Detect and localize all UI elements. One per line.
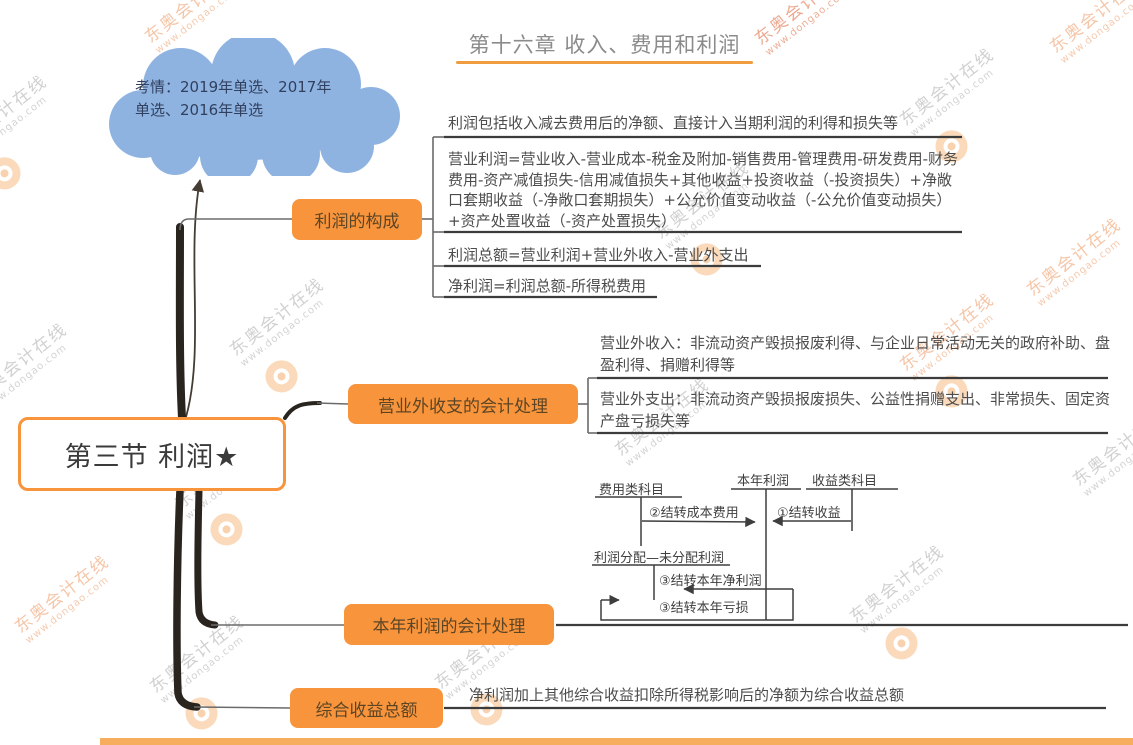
leaf-non-operating-expense[interactable]: 营业外支出：非流动资产毁损报废损失、公益性捐赠支出、非常损失、固定资产盘亏损失等 xyxy=(600,390,1111,430)
diagram-flow-net-profit-label: ③结转本年净利润 xyxy=(659,574,762,589)
leaf-total-profit-formula[interactable]: 利润总额=营业利润+营业外收入-营业外支出 xyxy=(448,246,749,264)
diagram-income-account-label: 收益类科目 xyxy=(812,474,878,489)
leaf-operating-profit-formula[interactable]: 营业利润=营业收入-营业成本-税金及附加-销售费用-管理费用-研发费用-财务费用… xyxy=(448,150,959,230)
bracket-branch-0 xyxy=(422,136,445,298)
branch-node-outside-revenue-accounting[interactable]: 营业外收支的会计处理 xyxy=(348,384,578,424)
trunk-lower-short xyxy=(194,486,219,629)
diagram-profit-account-label: 本年利润 xyxy=(737,474,790,489)
diagram-distribution-account-label: 利润分配—未分配利润 xyxy=(594,551,725,566)
exam-note-cloud: 考情：2019年单选、2017年单选、2016年单选 xyxy=(85,32,400,185)
branch-line-outside-revenue xyxy=(316,402,349,405)
branch-line-profit-composition xyxy=(179,218,292,231)
cloud-arrow xyxy=(185,179,205,418)
trunk-upper xyxy=(175,223,186,422)
root-node-section-profit[interactable]: 第三节 利润★ xyxy=(18,417,286,491)
cloud-shape-icon xyxy=(109,32,400,185)
diagram-expense-account-label: 费用类科目 xyxy=(599,483,665,498)
leaf-non-operating-income[interactable]: 营业外收入：非流动资产毁损报废利得、与企业日常活动无关的政府补助、盘盈利得、捐赠… xyxy=(600,334,1111,374)
trunk-lower-long xyxy=(173,486,201,711)
leaf-comprehensive-income-definition[interactable]: 净利润加上其他综合收益扣除所得税影响后的净额为综合收益总额 xyxy=(469,686,905,704)
branch-node-profit-composition[interactable]: 利润的构成 xyxy=(292,199,422,240)
trunk-branch-1 xyxy=(283,401,322,420)
branch-line-comprehensive-income xyxy=(193,706,291,709)
title-underline xyxy=(456,61,753,64)
branch-node-year-profit-accounting[interactable]: 本年利润的会计处理 xyxy=(344,604,554,645)
bracket-branch-1 xyxy=(578,377,598,434)
diagram-flow-loss-label: ③结转本年亏损 xyxy=(659,601,749,616)
leaf-profit-definition[interactable]: 利润包括收入减去费用后的净额、直接计入当期利润的利得和损失等 xyxy=(448,114,899,132)
branch-node-comprehensive-income[interactable]: 综合收益总额 xyxy=(290,688,443,728)
leaf-net-profit-formula[interactable]: 净利润=利润总额-所得税费用 xyxy=(448,277,646,295)
diagram-flow-income-label: ①结转收益 xyxy=(777,506,841,521)
t-account-diagram-lines xyxy=(592,488,898,621)
exam-note-text: 考情：2019年单选、2017年单选、2016年单选 xyxy=(135,78,332,119)
leaf-underlines xyxy=(444,135,1128,710)
diagram-flow-cost-label: ②结转成本费用 xyxy=(649,506,739,521)
bottom-watermark-strip xyxy=(100,738,1133,745)
page-title: 第十六章 收入、费用和利润 xyxy=(468,33,741,57)
